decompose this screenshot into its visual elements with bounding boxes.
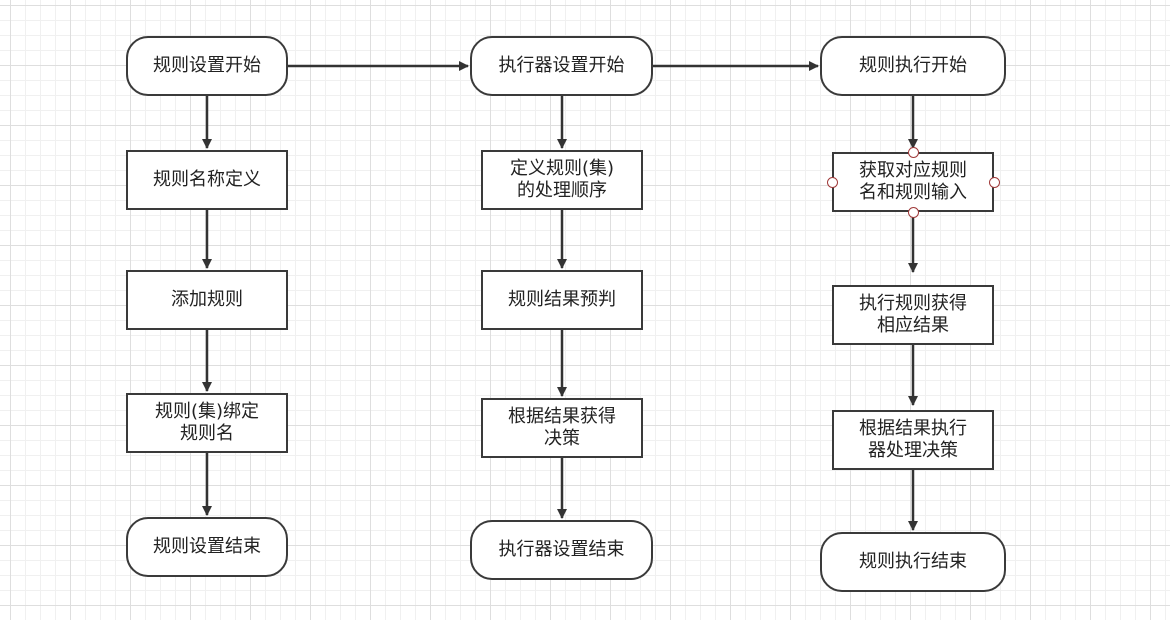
column-3-end-node[interactable]: 规则执行结束 [820,532,1006,592]
selection-handle-top[interactable] [908,147,919,158]
column-2-step-2-node[interactable]: 规则结果预判 [481,270,643,330]
column-3-step-3-node[interactable]: 根据结果执行 器处理决策 [832,410,994,470]
column-3-start-node[interactable]: 规则执行开始 [820,36,1006,96]
selection-handle-left[interactable] [827,177,838,188]
column-1-step-3-node[interactable]: 规则(集)绑定 规则名 [126,393,288,453]
column-1-start-node[interactable]: 规则设置开始 [126,36,288,96]
column-1-end-node[interactable]: 规则设置结束 [126,517,288,577]
selection-handle-right[interactable] [989,177,1000,188]
column-3-step-1-node[interactable]: 获取对应规则 名和规则输入 [832,152,994,212]
column-2-step-3-node[interactable]: 根据结果获得 决策 [481,398,643,458]
selection-handle-bottom[interactable] [908,207,919,218]
column-1-step-2-node[interactable]: 添加规则 [126,270,288,330]
column-1-step-1-node[interactable]: 规则名称定义 [126,150,288,210]
column-2-end-node[interactable]: 执行器设置结束 [470,520,653,580]
column-2-start-node[interactable]: 执行器设置开始 [470,36,653,96]
column-2-step-1-node[interactable]: 定义规则(集) 的处理顺序 [481,150,643,210]
column-3-step-2-node[interactable]: 执行规则获得 相应结果 [832,285,994,345]
